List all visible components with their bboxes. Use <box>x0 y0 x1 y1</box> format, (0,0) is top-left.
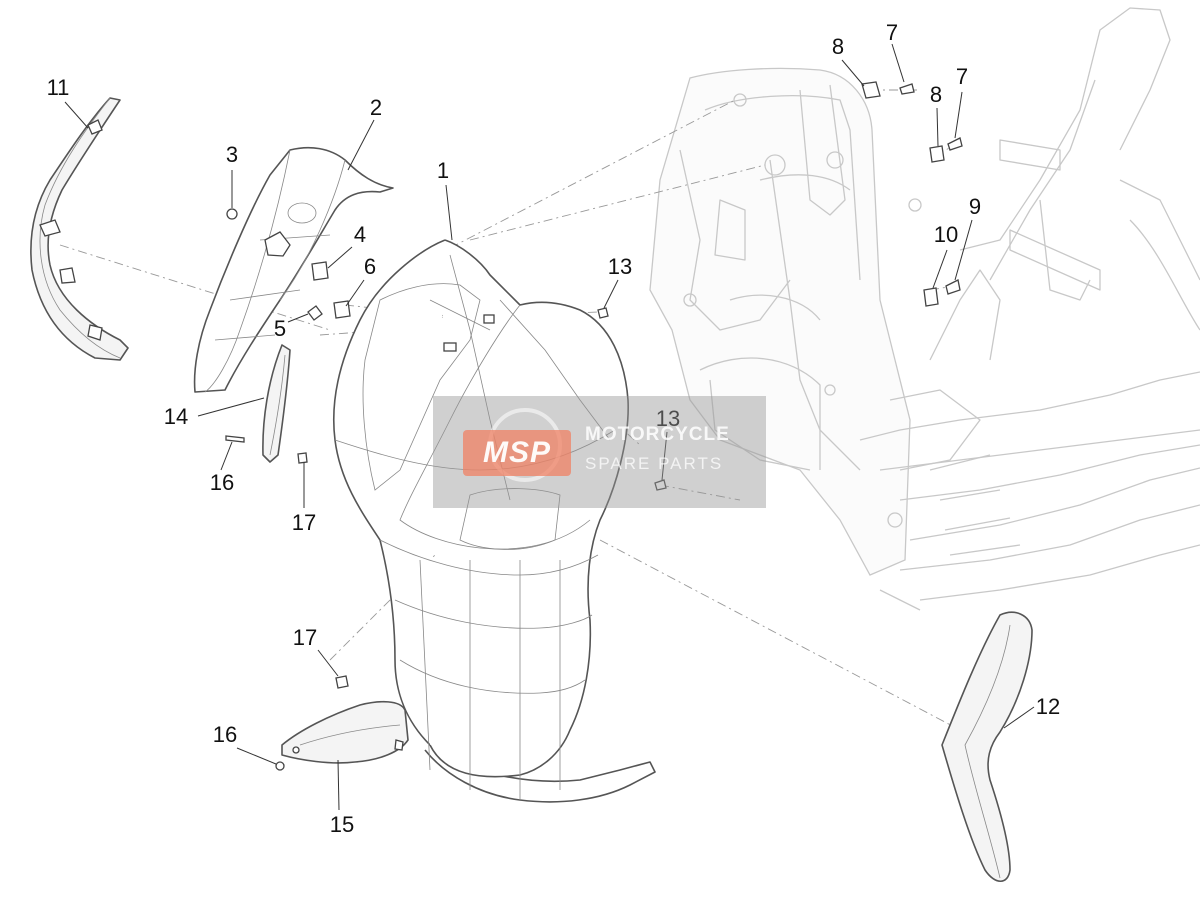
scooter-frame <box>649 7 1200 611</box>
clip-17b <box>335 675 349 689</box>
part-2-upper-cover <box>193 146 394 393</box>
hardware <box>225 81 963 771</box>
callout-16b: 16 <box>213 722 237 747</box>
watermark-title: MOTORCYCLE <box>585 424 730 445</box>
watermark-subtitle: SPARE PARTS <box>585 454 724 473</box>
screw-7a <box>899 83 915 95</box>
callout-17a: 17 <box>292 510 316 535</box>
screw-9 <box>945 279 961 295</box>
screw-16b <box>275 761 285 771</box>
callout-13b: 13 <box>656 406 680 431</box>
callout-8b: 8 <box>930 82 942 107</box>
callout-13a: 13 <box>608 254 632 279</box>
callout-14: 14 <box>164 404 188 429</box>
callout-4: 4 <box>354 222 366 247</box>
screw-13b <box>654 479 667 491</box>
clip-17a <box>297 452 308 464</box>
callout-3: 3 <box>226 142 238 167</box>
screw-3 <box>226 208 238 220</box>
part-14-side-panel <box>262 344 291 463</box>
callout-6: 6 <box>364 254 376 279</box>
part-15-lower-cover <box>281 700 409 764</box>
clip-8a <box>861 81 881 99</box>
callout-1: 1 <box>437 158 449 183</box>
callout-2: 2 <box>370 95 382 120</box>
callout-17b: 17 <box>293 625 317 650</box>
callout-11: 11 <box>47 75 70 100</box>
leader-lines <box>64 43 1035 811</box>
callout-12: 12 <box>1036 694 1060 719</box>
screw-13a <box>597 307 609 319</box>
screw-5 <box>307 305 323 321</box>
callout-9: 9 <box>969 194 981 219</box>
watermark-badge: MSP <box>463 430 571 476</box>
callout-15: 15 <box>330 812 354 837</box>
callout-5: 5 <box>274 316 286 341</box>
screw-16a <box>225 435 245 443</box>
callout-7b: 7 <box>956 64 968 89</box>
clip-10 <box>923 287 939 307</box>
clip-8b <box>929 145 945 163</box>
callout-16a: 16 <box>210 470 234 495</box>
callout-10: 10 <box>934 222 958 247</box>
part-12-right-trim <box>941 611 1033 883</box>
callout-8a: 8 <box>832 34 844 59</box>
callout-7a: 7 <box>886 20 898 45</box>
watermark: MSP MOTORCYCLE SPARE PARTS <box>433 396 766 508</box>
clip-4 <box>311 261 329 281</box>
part-11-left-trim <box>30 97 129 361</box>
screw-7b <box>947 137 963 151</box>
